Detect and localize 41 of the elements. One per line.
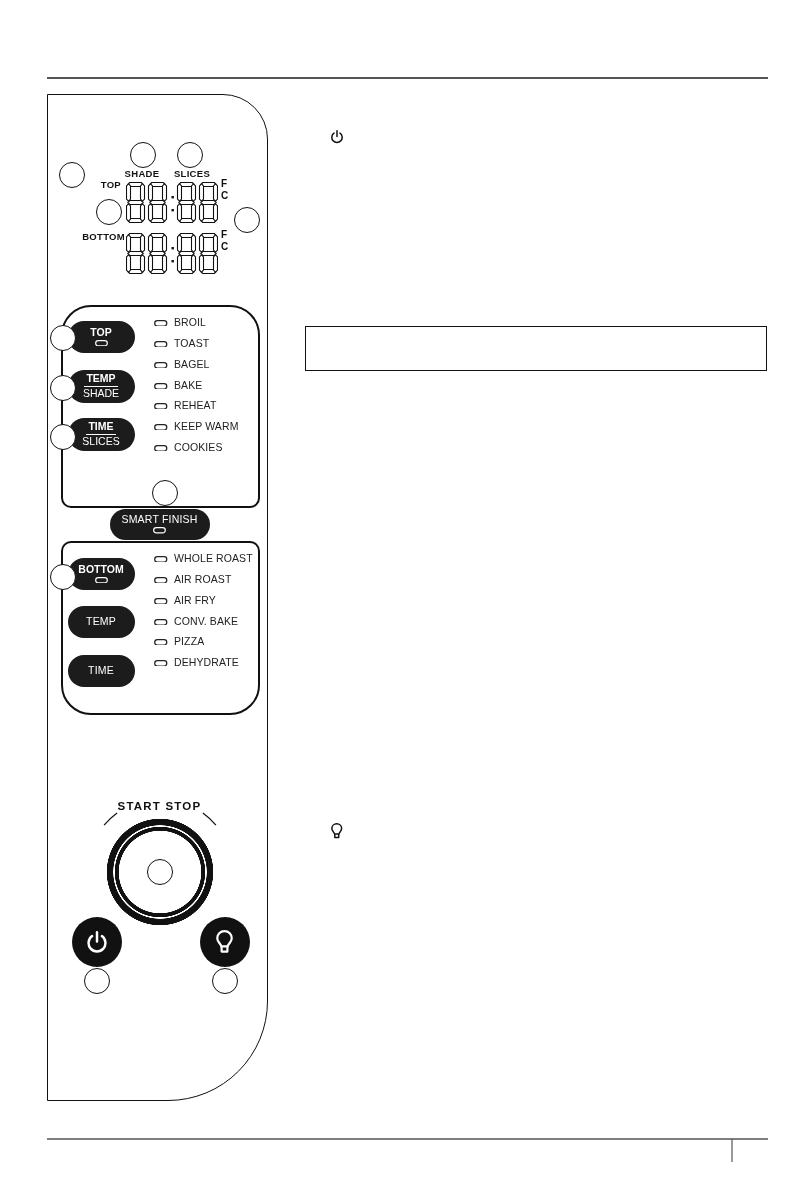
control-button: TIME — [67, 654, 135, 687]
unit-label: C — [221, 191, 229, 201]
mode-label: BAGEL — [174, 359, 210, 370]
callout-circle — [151, 479, 178, 506]
mode-label: KEEP WARM — [174, 421, 239, 432]
control-button: SMART FINISH — [109, 508, 210, 540]
dial-label: START STOP — [117, 800, 202, 812]
mode-label: CONV. BAKE — [174, 616, 239, 627]
unit-label: C — [221, 242, 229, 252]
mode-label: DEHYDRATE — [174, 657, 239, 668]
unit-label: F — [221, 179, 228, 189]
panel-section — [60, 540, 260, 715]
mode-label: COOKIES — [174, 442, 223, 453]
mode-label: AIR ROAST — [174, 574, 232, 585]
callout-circle — [49, 423, 76, 450]
callout-circle — [129, 141, 156, 168]
mode-label: BAKE — [174, 380, 203, 391]
mode-label: PIZZA — [174, 636, 205, 647]
callout-circle — [49, 563, 76, 590]
mode-label: WHOLE ROAST — [174, 553, 253, 564]
callout-circle — [176, 141, 203, 168]
callout-circle — [58, 161, 85, 188]
mode-label: BROIL — [174, 317, 206, 328]
callout-circle — [83, 967, 110, 994]
display-label: SHADE — [124, 169, 160, 179]
control-panel — [47, 94, 268, 1101]
mode-label: AIR FRY — [174, 595, 216, 606]
note-box — [305, 326, 767, 371]
unit-label: F — [221, 230, 228, 240]
display-label: SLICES — [173, 169, 211, 179]
display-label: BOTTOM — [82, 232, 125, 242]
display-label: TOP — [100, 180, 121, 190]
callout-circle — [211, 967, 238, 994]
callout-circle — [95, 198, 122, 225]
callout-circle — [49, 324, 76, 351]
callout-circle — [49, 374, 76, 401]
callout-circle — [233, 206, 260, 233]
mode-label: REHEAT — [174, 400, 217, 411]
control-button: TEMP — [67, 605, 135, 638]
callout-circle — [146, 858, 173, 885]
mode-label: TOAST — [174, 338, 210, 349]
